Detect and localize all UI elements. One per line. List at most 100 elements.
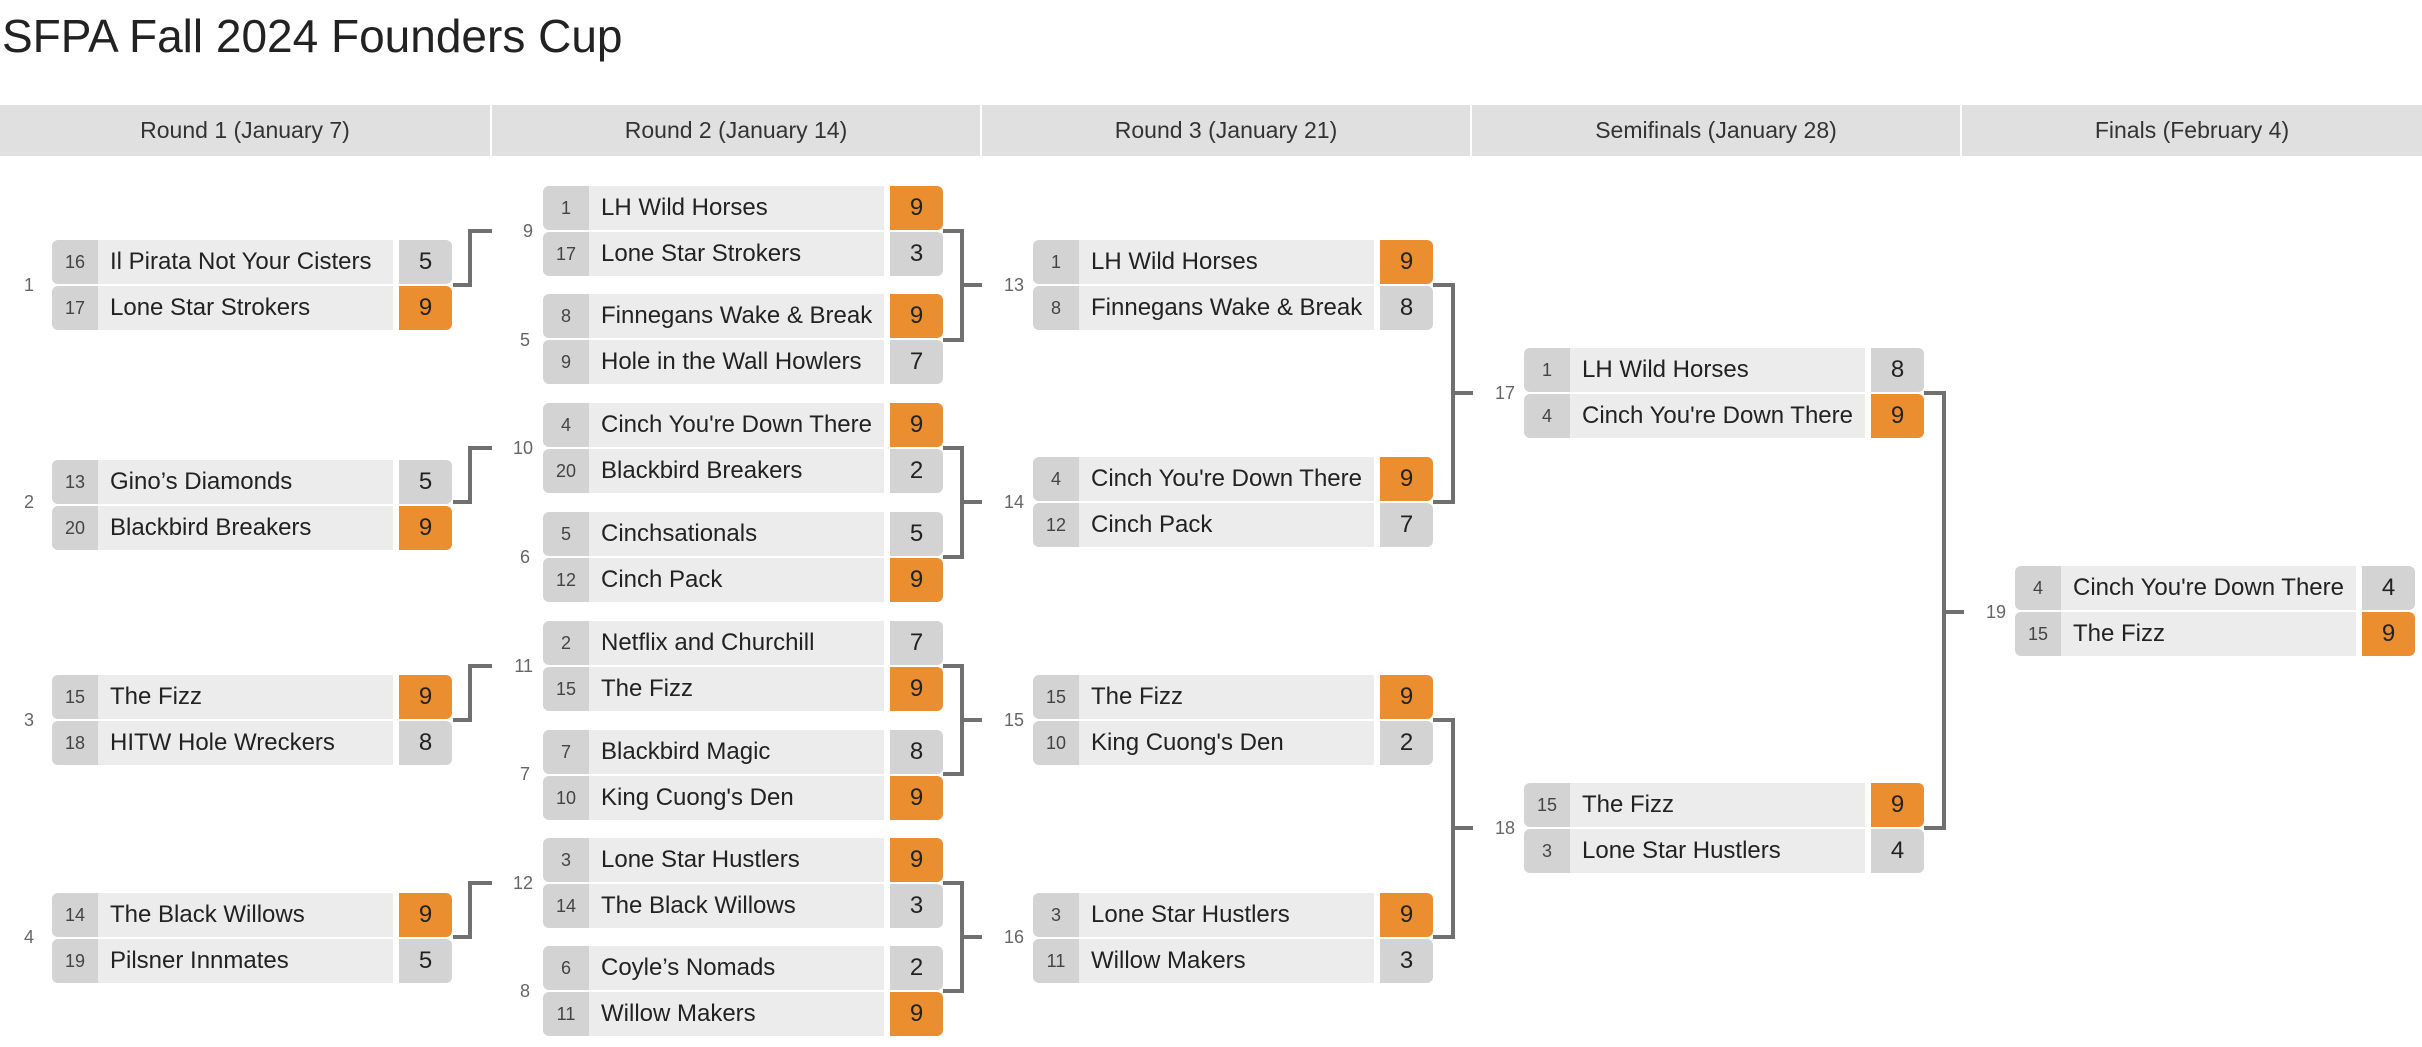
team-seed: 15 xyxy=(52,675,98,719)
team-seed: 9 xyxy=(543,340,589,384)
match-number: 15 xyxy=(1003,710,1024,730)
team-score: 7 xyxy=(890,621,943,665)
team-score: 2 xyxy=(890,946,943,990)
team-score: 5 xyxy=(890,512,943,556)
team-score: 2 xyxy=(890,449,943,493)
team-name: The Black Willows xyxy=(98,893,393,937)
team-seed: 13 xyxy=(52,460,98,504)
team-name: Cinch You're Down There xyxy=(1079,457,1374,501)
match-number: 3 xyxy=(23,710,34,730)
winner-score: 9 xyxy=(399,893,452,937)
team-seed: 1 xyxy=(543,186,589,230)
team-seed: 15 xyxy=(543,667,589,711)
winner-score: 9 xyxy=(890,838,943,882)
match-number: 4 xyxy=(23,927,34,947)
team-name: LH Wild Horses xyxy=(1570,348,1865,392)
team-score: 3 xyxy=(890,884,943,928)
team-score: 2 xyxy=(1380,721,1433,765)
team-name: Blackbird Breakers xyxy=(589,449,884,493)
winner-score: 9 xyxy=(1380,675,1433,719)
team-seed: 8 xyxy=(543,294,589,338)
team-name: Cinch You're Down There xyxy=(1570,394,1865,438)
team-name: Netflix and Churchill xyxy=(589,621,884,665)
winner-score: 9 xyxy=(890,776,943,820)
team-seed: 11 xyxy=(1033,939,1079,983)
team-seed: 8 xyxy=(1033,286,1079,330)
team-seed: 12 xyxy=(543,558,589,602)
match-number: 12 xyxy=(512,873,533,893)
team-name: Lone Star Strokers xyxy=(589,232,884,276)
winner-score: 9 xyxy=(399,675,452,719)
team-score: 4 xyxy=(1871,829,1924,873)
team-score: 5 xyxy=(399,460,452,504)
team-name: Cinch Pack xyxy=(1079,503,1374,547)
team-name: Pilsner Innmates xyxy=(98,939,393,983)
winner-score: 9 xyxy=(1380,240,1433,284)
team-score: 7 xyxy=(890,340,943,384)
team-seed: 3 xyxy=(1033,893,1079,937)
winner-score: 9 xyxy=(890,186,943,230)
team-score: 7 xyxy=(1380,503,1433,547)
match-number: 7 xyxy=(519,764,530,784)
winner-score: 9 xyxy=(1380,457,1433,501)
winner-score: 9 xyxy=(1871,783,1924,827)
team-seed: 17 xyxy=(543,232,589,276)
team-seed: 11 xyxy=(543,992,589,1036)
team-score: 3 xyxy=(890,232,943,276)
team-score: 8 xyxy=(1871,348,1924,392)
team-name: Lone Star Hustlers xyxy=(1079,893,1374,937)
team-name: Finnegans Wake & Break xyxy=(589,294,884,338)
winner-score: 9 xyxy=(890,558,943,602)
team-name: King Cuong's Den xyxy=(1079,721,1374,765)
team-name: Lone Star Hustlers xyxy=(589,838,884,882)
